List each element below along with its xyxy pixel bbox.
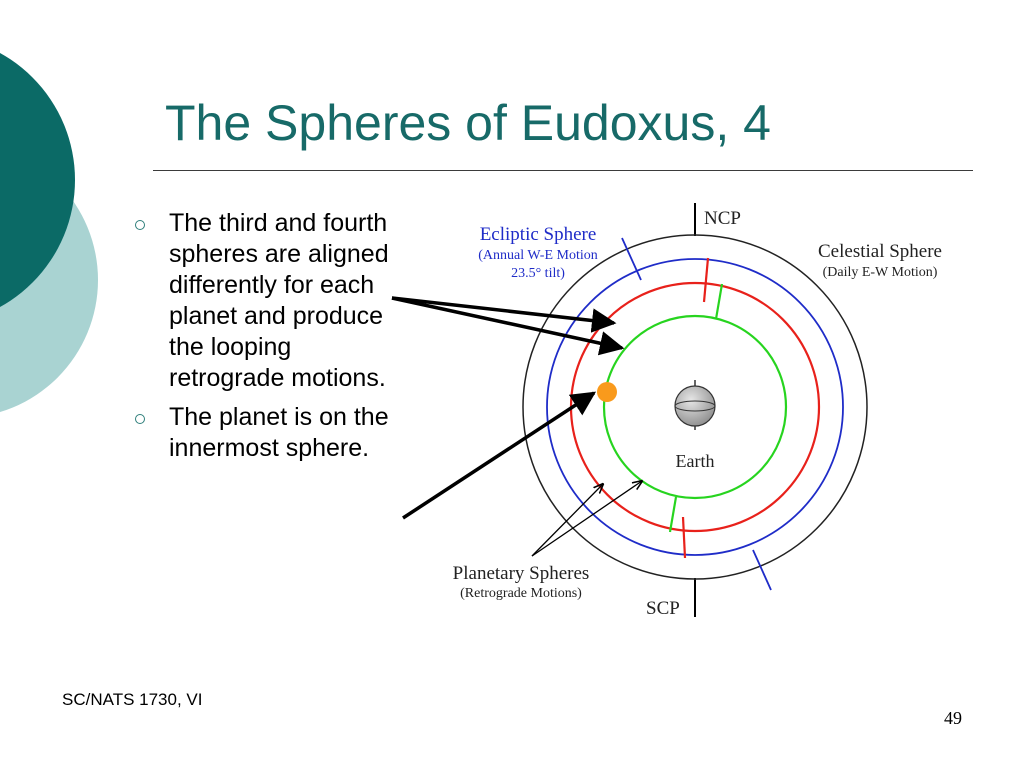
red-axis-tick-bottom xyxy=(681,516,687,559)
circle-bullet-icon xyxy=(135,414,145,424)
course-footer: SC/NATS 1730, VI xyxy=(62,690,203,709)
red-axis-tick-top xyxy=(702,257,710,303)
arrow-to-red-sphere xyxy=(391,296,617,333)
dark-teal-circle xyxy=(0,53,75,307)
celestial-sphere-label: Celestial Sphere xyxy=(818,241,942,262)
arrow-to-planet xyxy=(402,391,597,520)
bullet-text: The planet is on the innermost sphere. xyxy=(169,403,389,462)
arrow-to-green-sphere xyxy=(391,296,625,356)
slide-title: The Spheres of Eudoxus, 4 xyxy=(165,95,771,151)
ecliptic-sphere-label: Ecliptic Sphere xyxy=(480,224,597,245)
planetary-spheres-label: Planetary Spheres xyxy=(453,563,590,584)
planetary-arrow-inner xyxy=(531,481,642,557)
bullet-item: The planet is on the innermost sphere. xyxy=(133,402,403,464)
circle-bullet-icon xyxy=(135,220,145,230)
ecliptic-sphere-ring xyxy=(546,258,844,556)
ecliptic-motion-label: (Annual W-E Motion xyxy=(478,248,598,263)
planet-dot xyxy=(597,382,617,402)
planetary-arrow-outer xyxy=(531,484,603,557)
ecliptic-axis-tick-top xyxy=(621,237,642,281)
planetary-sphere-inner-ring xyxy=(602,314,788,500)
scp-label: SCP xyxy=(646,598,680,619)
bullet-text: The third and fourth spheres are aligned… xyxy=(169,209,389,392)
earth-icon xyxy=(674,385,716,427)
celestial-sphere-ring xyxy=(522,234,868,580)
ecliptic-tilt-label: 23.5° tilt) xyxy=(511,266,565,281)
celestial-motion-label: (Daily E-W Motion) xyxy=(823,265,938,280)
bullet-list: The third and fourth spheres are aligned… xyxy=(133,208,403,472)
corner-decoration xyxy=(0,53,98,413)
ncp-label: NCP xyxy=(704,208,741,229)
bullet-item: The third and fourth spheres are aligned… xyxy=(133,208,403,394)
earth-label: Earth xyxy=(676,451,715,471)
ecliptic-axis-tick-bottom xyxy=(752,549,772,591)
green-axis-tick-bottom xyxy=(668,496,678,533)
planetary-motion-label: (Retrograde Motions) xyxy=(460,586,582,601)
earth-equator xyxy=(674,400,716,412)
green-axis-tick-top xyxy=(714,283,724,320)
slide-number: 49 xyxy=(944,708,962,728)
title-divider xyxy=(153,170,973,171)
